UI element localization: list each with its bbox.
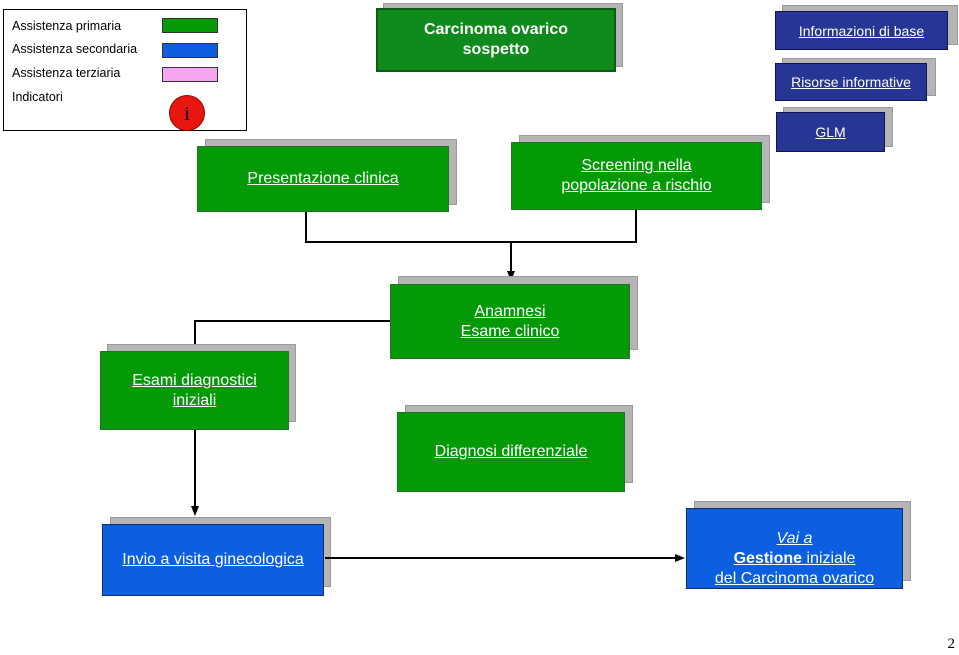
legend-label-terziaria: Assistenza terziaria [12, 66, 121, 80]
gestione-text: Gestione [733, 549, 803, 567]
legend-label-secondaria: Assistenza secondaria [12, 42, 138, 56]
connector-presentazione [305, 212, 307, 242]
legend-swatch-pink [162, 67, 218, 82]
connector-anamnesi-esami [194, 320, 390, 322]
connector-horizontal-top [305, 241, 637, 243]
connector-screening [635, 210, 637, 242]
legend-swatch-blue [162, 43, 218, 58]
legend: Assistenza primaria Assistenza secondari… [3, 9, 247, 131]
info-icon[interactable]: i [169, 95, 205, 131]
vai-gestione-link[interactable]: Vai a Gestione iniziale del Carcinoma ov… [686, 508, 903, 589]
vai-a-text: Vai a [776, 529, 813, 547]
legend-swatch-green [162, 18, 218, 33]
info-base-link[interactable]: Informazioni di base [775, 11, 948, 50]
vai-gestione-line1: Vai a Gestione iniziale [734, 509, 856, 569]
connector-to-anamnesi [510, 241, 512, 271]
anamnesi-box[interactable]: Anamnesi Esame clinico [390, 284, 630, 359]
arrow-down-invio [191, 506, 199, 516]
arrow-right-vai [675, 554, 685, 562]
diagnosi-differenziale-box[interactable]: Diagnosi differenziale [397, 412, 625, 492]
page-number: 2 [947, 636, 956, 652]
connector-esami-invio [194, 430, 196, 506]
title-box: Carcinoma ovarico sospetto [376, 8, 616, 72]
esami-diagnostici-box[interactable]: Esami diagnostici iniziali [100, 351, 289, 430]
invio-visita-box[interactable]: Invio a visita ginecologica [102, 524, 324, 596]
connector-invio-vai [325, 557, 675, 559]
screening-box[interactable]: Screening nella popolazione a rischio [511, 142, 762, 210]
vai-gestione-line2: del Carcinoma ovarico [714, 569, 875, 587]
legend-label-primaria: Assistenza primaria [12, 19, 122, 33]
presentazione-clinica-box[interactable]: Presentazione clinica [197, 146, 449, 212]
risorse-link[interactable]: Risorse informative [775, 63, 927, 101]
glm-link[interactable]: GLM [776, 112, 885, 152]
connector-down-esami [194, 320, 196, 350]
iniziale-text: iniziale [802, 549, 856, 567]
legend-label-indicatori: Indicatori [12, 90, 63, 104]
